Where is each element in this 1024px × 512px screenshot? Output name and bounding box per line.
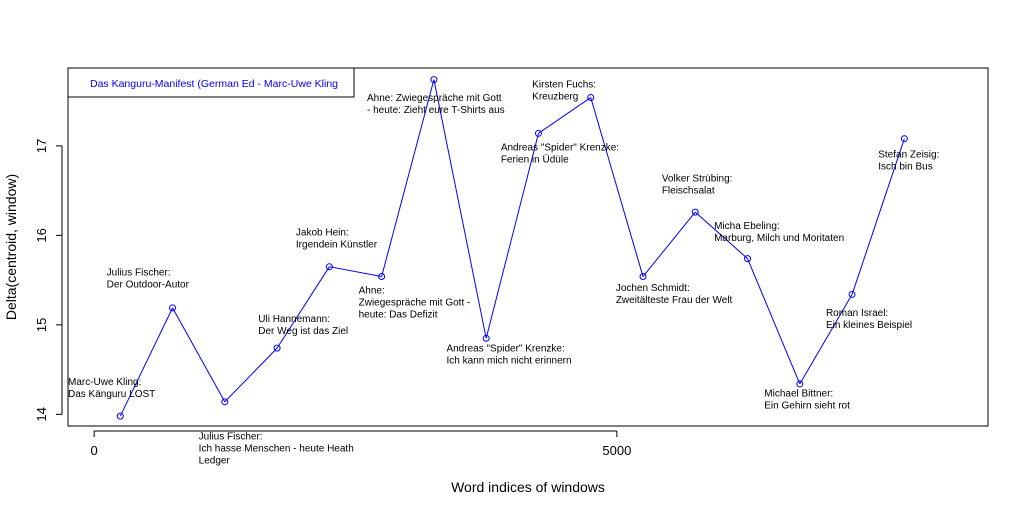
- annotation-line: Fleischsalat: [662, 186, 715, 197]
- annotation-line: Der Outdoor-Autor: [107, 280, 190, 291]
- annotation-line: Kirsten Fuchs:: [532, 80, 596, 91]
- annotation-line: Stefan Zeisig:: [878, 150, 939, 161]
- annotation-line: Uli Hannemann:: [258, 314, 330, 325]
- annotation-line: Roman Israel:: [826, 308, 888, 319]
- data-point: [534, 129, 542, 137]
- point-annotation: Ahne: Zwiegespräche mit Gott- heute: Zie…: [367, 93, 505, 116]
- annotation-line: Ein kleines Beispiel: [826, 320, 912, 331]
- y-tick-label: 15: [34, 318, 49, 332]
- annotation-line: Ferien in Üdüle: [501, 153, 569, 165]
- point-annotation: Jakob Hein:Irgendein Künstler: [296, 227, 378, 250]
- series-layer: [116, 76, 908, 420]
- annotation-line: - heute: Zieht eure T-Shirts aus: [367, 105, 505, 116]
- y-tick-label: 17: [34, 139, 49, 153]
- point-annotation: Julius Fischer:Der Outdoor-Autor: [107, 268, 190, 291]
- point-annotation: Uli Hannemann:Der Weg ist das Ziel: [258, 314, 348, 337]
- y-tick-label: 14: [34, 407, 49, 421]
- data-point: [430, 76, 438, 84]
- series-line-segment: [381, 79, 435, 277]
- data-point: [900, 135, 908, 143]
- data-point: [169, 304, 177, 312]
- series-line-segment: [747, 258, 801, 385]
- point-annotation: Marc-Uwe Kling:Das Känguru LOST: [68, 377, 155, 400]
- series-line-segment: [224, 347, 278, 403]
- data-point: [378, 273, 386, 281]
- point-annotation: Kirsten Fuchs:Kreuzberg: [532, 80, 596, 103]
- series-line-segment: [433, 79, 487, 339]
- y-axis-label: Delta(centroid, window): [3, 174, 19, 320]
- point-annotation: Julius Fischer:Ich hasse Menschen - heut…: [199, 431, 354, 466]
- legend-box: [67, 67, 355, 98]
- x-axis: 0 5000: [91, 430, 631, 458]
- annotation-line: Andreas "Spider" Krenzke:: [446, 344, 564, 355]
- y-axis: 14 15 16 17: [34, 139, 63, 422]
- data-point: [587, 94, 595, 102]
- x-tick-label: 0: [91, 443, 98, 458]
- point-annotation: Stefan Zeisig:Isch bin Bus: [878, 150, 939, 173]
- point-annotation: Micha Ebeling:Marburg, Milch und Moritat…: [714, 221, 844, 244]
- annotation-line: Jakob Hein:: [296, 227, 349, 238]
- point-annotation: Andreas "Spider" Krenzke:Ich kann mich n…: [446, 344, 571, 367]
- data-point: [273, 344, 281, 352]
- annotation-line: Isch bin Bus: [878, 162, 932, 173]
- plot-frame: [67, 67, 989, 427]
- annotation-line: Ich hasse Menschen - heute Heath: [199, 443, 354, 454]
- y-tick-label: 16: [34, 228, 49, 242]
- annotation-line: Das Känguru LOST: [68, 389, 155, 400]
- data-point: [691, 208, 699, 216]
- data-point: [221, 398, 229, 406]
- data-point: [482, 334, 490, 342]
- series-line-segment: [485, 133, 539, 339]
- annotation-line: Zweitälteste Frau der Welt: [616, 295, 733, 306]
- annotation-line: Der Weg ist das Ziel: [258, 326, 348, 337]
- annotation-line: Micha Ebeling:: [714, 221, 780, 232]
- series-line-segment: [642, 211, 696, 277]
- legend-entry: Das Kanguru-Manifest (German Ed - Marc-U…: [90, 78, 338, 90]
- annotation-line: Ahne:: [359, 286, 385, 297]
- annotation-line: Julius Fischer:: [107, 268, 171, 279]
- data-point: [325, 263, 333, 271]
- data-point: [848, 290, 856, 298]
- legend: Das Kanguru-Manifest (German Ed - Marc-U…: [67, 67, 355, 98]
- annotation-line: Zwiegespräche mit Gott -: [359, 298, 471, 309]
- data-point: [639, 273, 647, 281]
- annotation-line: Jochen Schmidt:: [616, 283, 690, 294]
- series-line-segment: [851, 138, 905, 295]
- annotation-line: Kreuzberg: [532, 92, 578, 103]
- series-line-segment: [799, 294, 853, 385]
- annotation-line: Andreas "Spider" Krenzke:: [501, 142, 619, 153]
- annotation-line: heute: Das Defizit: [359, 310, 438, 321]
- series-line-segment: [329, 266, 382, 278]
- annotation-line: Ahne: Zwiegespräche mit Gott: [367, 93, 502, 104]
- series-line-segment: [172, 307, 226, 403]
- annotation-layer: Marc-Uwe Kling:Das Känguru LOST Julius Fi…: [68, 80, 939, 467]
- data-point: [744, 255, 752, 263]
- data-point: [116, 412, 124, 420]
- series-line-segment: [119, 307, 173, 417]
- point-annotation: Roman Israel:Ein kleines Beispiel: [826, 308, 912, 331]
- series-line-segment: [276, 266, 330, 349]
- x-tick-label: 5000: [602, 443, 631, 458]
- point-annotation: Michael Bittner:Ein Gehirn sieht rot: [764, 388, 850, 411]
- point-annotation: Andreas "Spider" Krenzke:Ferien in Üdüle: [501, 142, 619, 165]
- x-axis-label: Word indices of windows: [451, 479, 605, 495]
- series-line-segment: [694, 211, 748, 260]
- annotation-line: Ein Gehirn sieht rot: [764, 400, 850, 411]
- annotation-line: Ledger: [199, 455, 231, 466]
- series-line-segment: [590, 97, 644, 277]
- annotation-line: Irgendein Künstler: [296, 239, 378, 250]
- point-annotation: Jochen Schmidt:Zweitälteste Frau der Wel…: [616, 283, 733, 306]
- annotation-line: Volker Strübing:: [662, 174, 733, 185]
- point-annotation: Ahne:Zwiegespräche mit Gott -heute: Das …: [359, 286, 471, 321]
- annotation-line: Marburg, Milch und Moritaten: [714, 233, 844, 244]
- data-point: [796, 380, 804, 388]
- annotation-line: Julius Fischer:: [199, 431, 263, 442]
- annotation-line: Marc-Uwe Kling:: [68, 377, 141, 388]
- point-annotation: Volker Strübing:Fleischsalat: [662, 174, 733, 197]
- series-line-segment: [538, 97, 592, 134]
- annotation-line: Ich kann mich nicht erinnern: [446, 356, 571, 367]
- annotation-line: Michael Bittner:: [764, 388, 833, 399]
